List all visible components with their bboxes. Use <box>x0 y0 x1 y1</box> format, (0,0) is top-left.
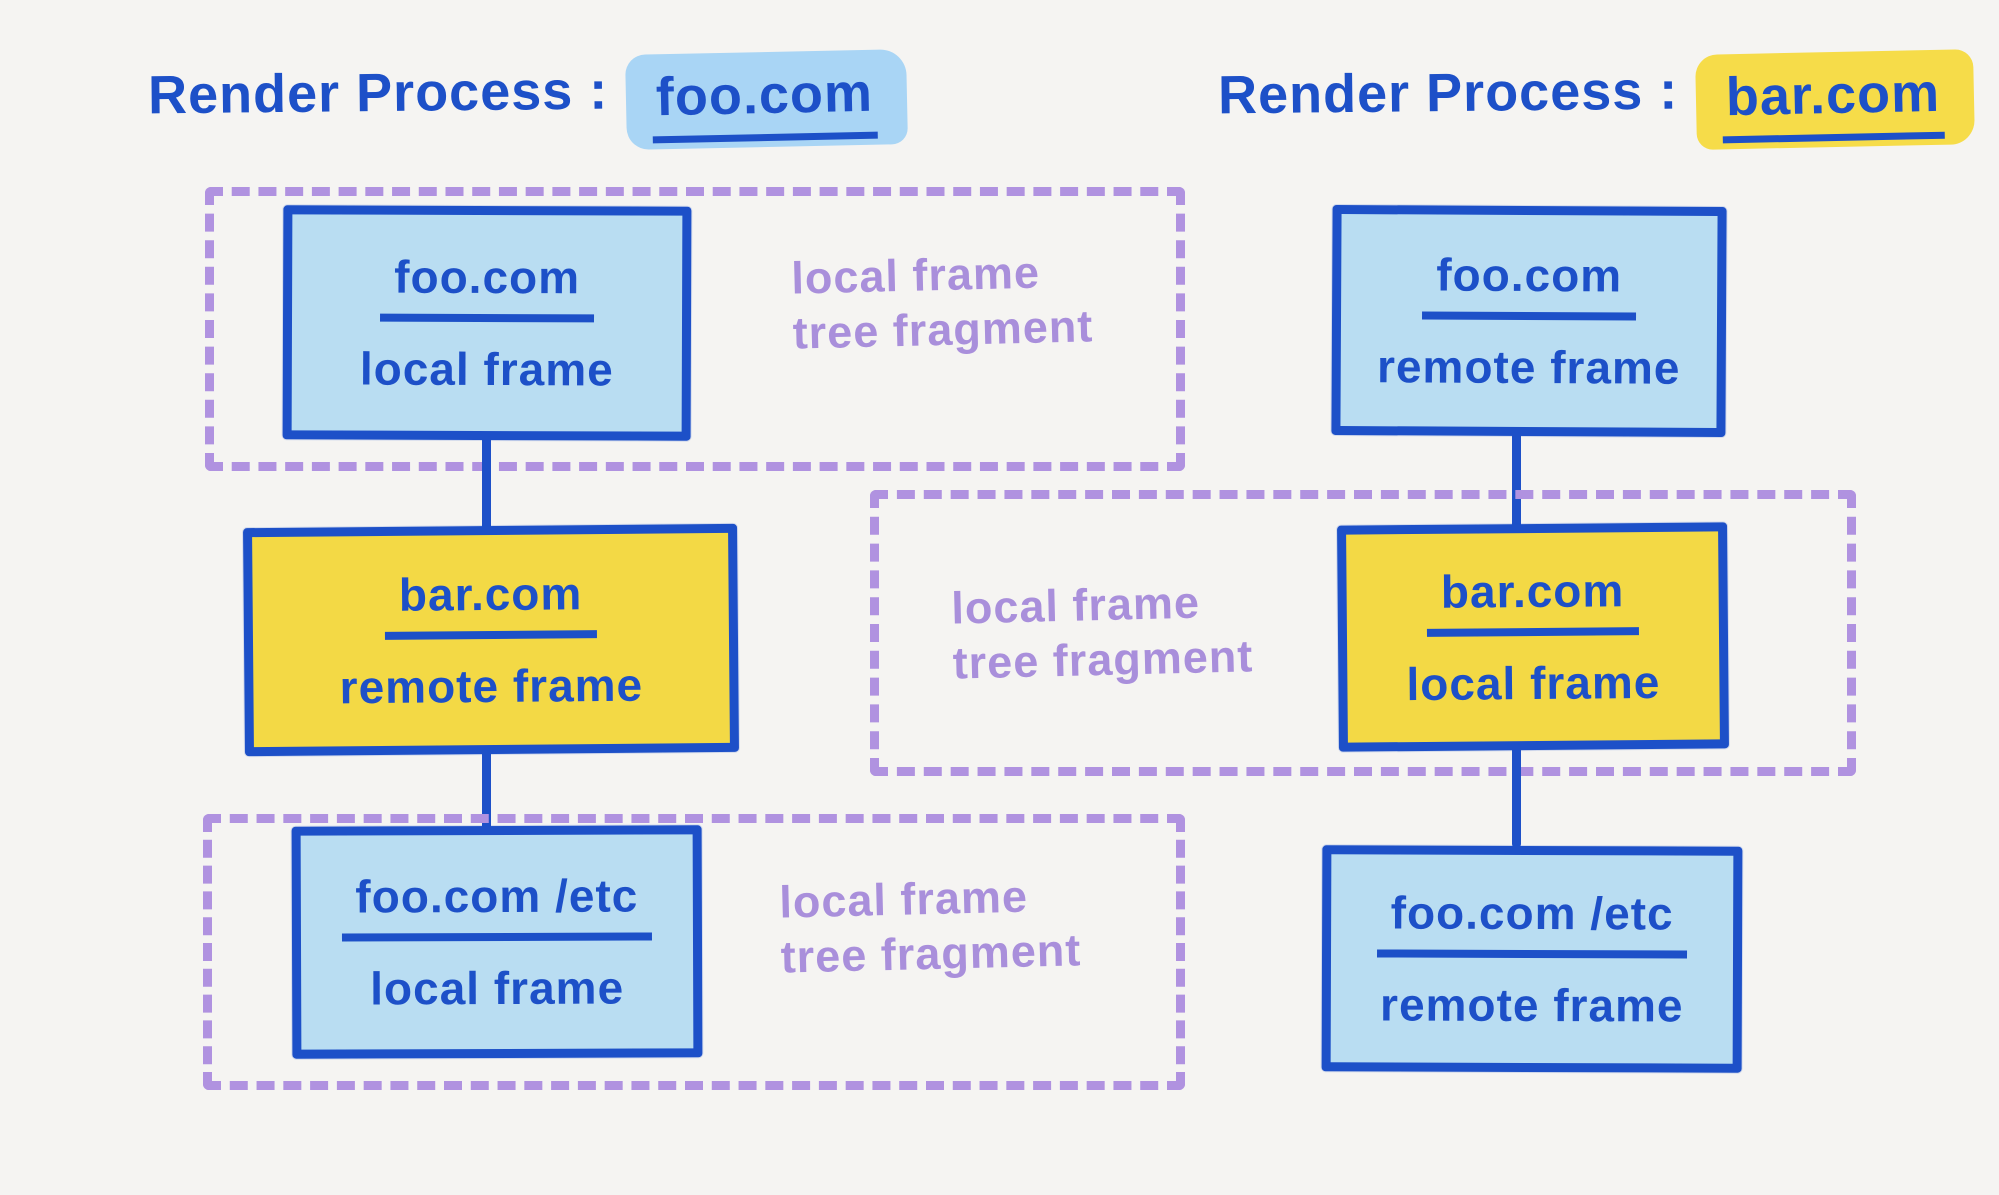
fragment-label-line1: local frame <box>790 246 1041 304</box>
render-process-title-foo: Render Process : foo.com <box>147 49 909 150</box>
connector-line <box>482 436 491 532</box>
node-frame-type: remote frame <box>1380 978 1684 1032</box>
node-domain: foo.com /etc <box>341 868 653 942</box>
local-frame-tree-fragment-outline-left-top <box>205 187 1185 471</box>
node-frame-type: local frame <box>370 961 625 1015</box>
node-foo-local-frame: foo.com local frame <box>282 205 692 441</box>
fragment-label-left-bottom: local frame tree fragment <box>779 868 1082 985</box>
connector-line <box>1512 432 1521 530</box>
title-domain-highlight-bar: bar.com <box>1695 49 1976 150</box>
node-frame-type: local frame <box>1406 655 1661 711</box>
node-domain: foo.com <box>380 249 595 323</box>
fragment-label-line1: local frame <box>950 576 1201 634</box>
local-frame-tree-fragment-outline-left-bottom <box>203 814 1185 1090</box>
node-bar-remote-frame: bar.com remote frame <box>243 523 739 757</box>
node-domain: foo.com /etc <box>1376 885 1688 959</box>
title-domain-highlight-foo: foo.com <box>625 49 909 150</box>
connector-line <box>482 748 491 844</box>
fragment-label-line1: local frame <box>778 870 1029 928</box>
fragment-label-left-top: local frame tree fragment <box>791 244 1094 361</box>
node-bar-local-frame: bar.com local frame <box>1337 522 1729 752</box>
node-foo-etc-remote-frame: foo.com /etc remote frame <box>1321 845 1743 1073</box>
node-foo-remote-frame: foo.com remote frame <box>1331 204 1727 438</box>
title-domain-bar: bar.com <box>1721 61 1946 144</box>
node-frame-type: remote frame <box>339 658 644 714</box>
title-prefix: Render Process : <box>1217 60 1679 126</box>
node-frame-type: remote frame <box>1376 340 1681 394</box>
title-prefix: Render Process : <box>147 60 609 126</box>
render-process-title-bar: Render Process : bar.com <box>1217 49 1976 150</box>
node-frame-type: local frame <box>359 342 614 396</box>
node-domain: foo.com <box>1422 247 1637 321</box>
node-domain: bar.com <box>1426 563 1639 637</box>
node-foo-etc-local-frame: foo.com /etc local frame <box>291 825 703 1059</box>
local-frame-tree-fragment-outline-right <box>870 490 1856 776</box>
connector-line <box>1512 744 1521 848</box>
node-domain: bar.com <box>384 566 597 640</box>
fragment-label-line2: tree fragment <box>952 630 1254 689</box>
title-domain-foo: foo.com <box>651 61 879 144</box>
fragment-label-line2: tree fragment <box>792 300 1094 359</box>
fragment-label-line2: tree fragment <box>780 924 1082 983</box>
fragment-label-right: local frame tree fragment <box>951 574 1254 691</box>
